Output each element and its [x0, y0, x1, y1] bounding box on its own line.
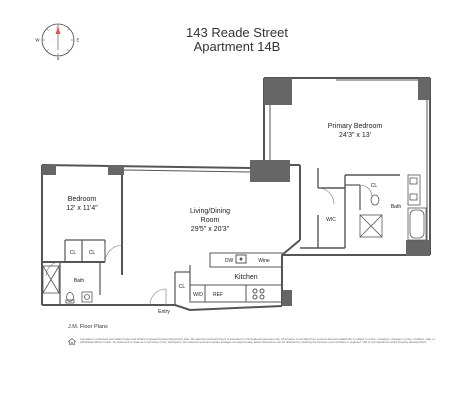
vanity-icon	[81, 291, 93, 303]
floor-plan-credit: J.M. Floor Plans	[68, 324, 108, 330]
sink-icon	[235, 254, 247, 264]
compass-label-w: W	[36, 38, 40, 43]
primary-bedroom-label: Primary Bedroom	[328, 123, 383, 130]
structural-columns	[42, 78, 430, 306]
bath-left-label: Bath	[74, 278, 85, 284]
compass-label-s: S	[57, 56, 60, 61]
bedroom-dims: 12' x 11'4"	[66, 205, 98, 212]
toilet-icon	[66, 292, 74, 302]
ref-label: REF	[213, 292, 223, 298]
double-vanity-icon	[407, 174, 421, 206]
legal-disclaimer: Compass is a licensed real estate broker…	[80, 337, 436, 345]
kitchen-label: Kitchen	[234, 274, 257, 281]
entry-label: Entry	[158, 309, 170, 315]
compass: N	[41, 23, 75, 57]
bedroom-label: Bedroom	[68, 196, 97, 203]
unit-title: Apartment 14B	[194, 39, 281, 54]
compass-label-e: E	[77, 38, 80, 43]
living-dining-dims: 29'5" x 20'3"	[191, 226, 230, 233]
wd-label: W/D	[193, 292, 203, 298]
burner-icon	[252, 288, 258, 294]
bath-right-label: Bath	[391, 204, 402, 210]
closet-label-bath: CL	[371, 183, 378, 189]
primary-bedroom-dims: 24'3" x 13'	[339, 132, 371, 139]
living-dining-label: Living/Dining	[190, 208, 230, 215]
closet-label-entry: CL	[179, 284, 186, 290]
wic-label: WIC	[326, 217, 336, 223]
kitchen-counter	[189, 252, 283, 303]
closet-label-2: CL	[89, 250, 96, 256]
equal-housing-icon	[68, 338, 76, 345]
right-bath-fixtures	[359, 174, 427, 241]
north-arrow-icon	[55, 27, 61, 34]
compass-north-label: N	[56, 26, 59, 31]
bathtub-icon	[407, 207, 427, 241]
wine-label: Wine	[258, 258, 270, 264]
address-title: 143 Reade Street	[186, 25, 288, 40]
left-bath-fixtures	[42, 265, 93, 304]
dw-label: DW	[225, 258, 234, 264]
closet-label-1: CL	[70, 250, 77, 256]
doors	[45, 184, 373, 306]
living-dining-label-line2: Room	[201, 217, 220, 224]
